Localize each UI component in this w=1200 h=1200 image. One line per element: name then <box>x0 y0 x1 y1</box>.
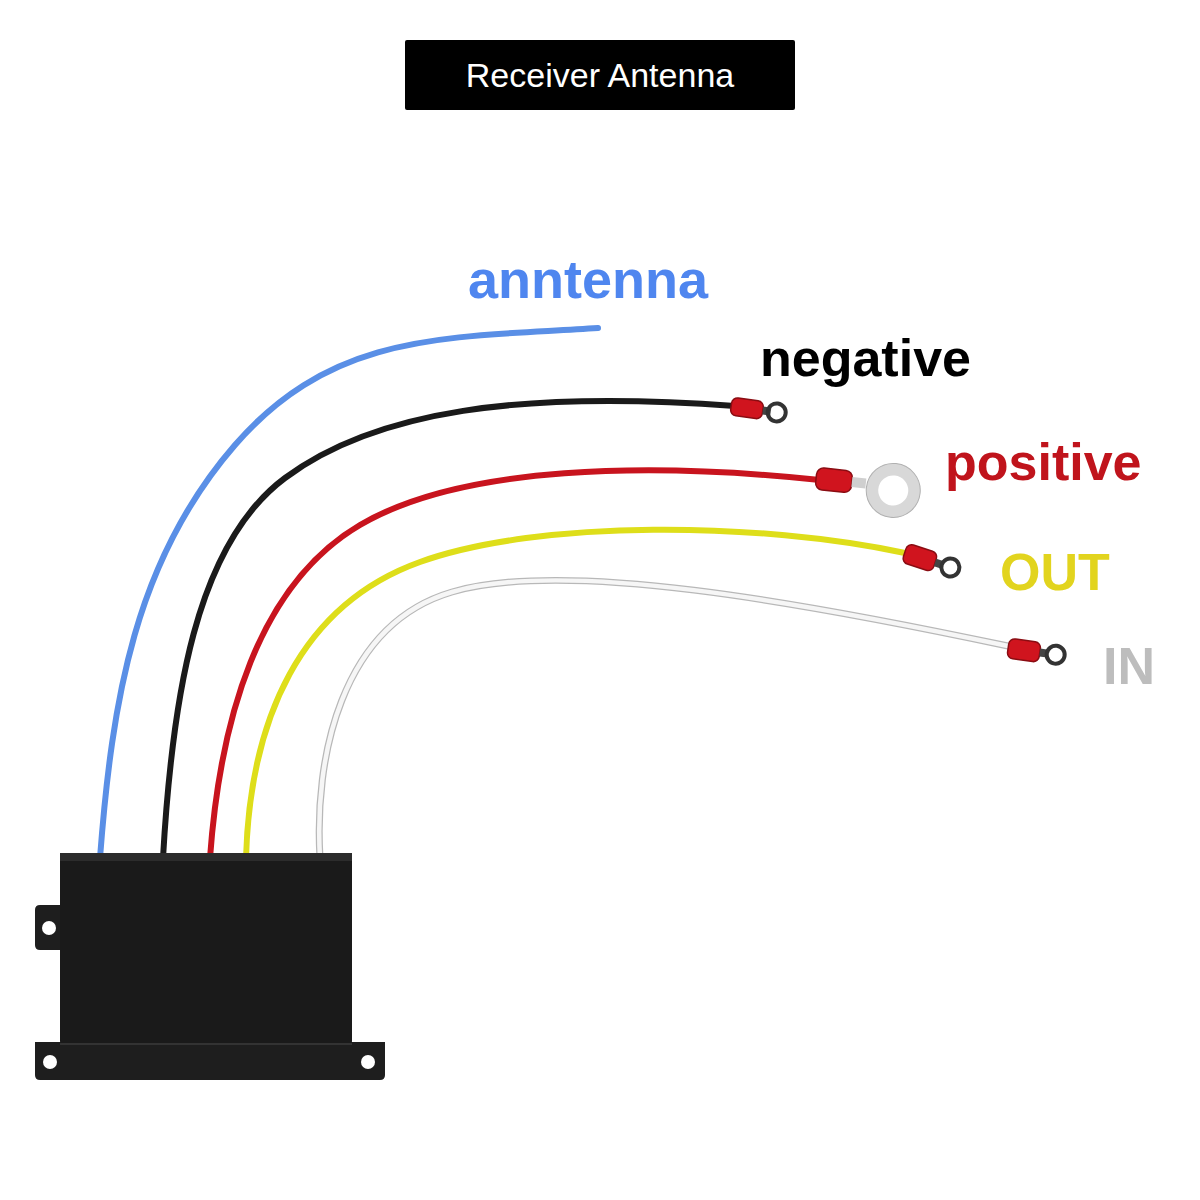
wire-label: OUT <box>1000 546 1110 598</box>
title-text: Receiver Antenna <box>466 58 734 92</box>
positive-terminal <box>813 455 923 520</box>
wire-label: IN <box>1103 640 1155 692</box>
wire-label: anntenna <box>468 252 708 306</box>
housing-tab <box>35 905 63 950</box>
in-wire <box>319 580 1008 858</box>
housing-flange <box>35 1042 385 1080</box>
wire-label: negative <box>760 332 971 384</box>
title-banner: Receiver Antenna <box>405 40 795 110</box>
receiver-housing <box>35 853 385 1080</box>
housing-body <box>60 853 352 1045</box>
out-terminal <box>902 543 962 580</box>
in-wire-outline <box>319 580 1008 858</box>
wire-label: positive <box>945 436 1142 488</box>
wires <box>100 328 1008 858</box>
in-terminal <box>1007 638 1066 666</box>
antenna-wire <box>100 328 598 858</box>
negative-terminal <box>730 397 787 422</box>
